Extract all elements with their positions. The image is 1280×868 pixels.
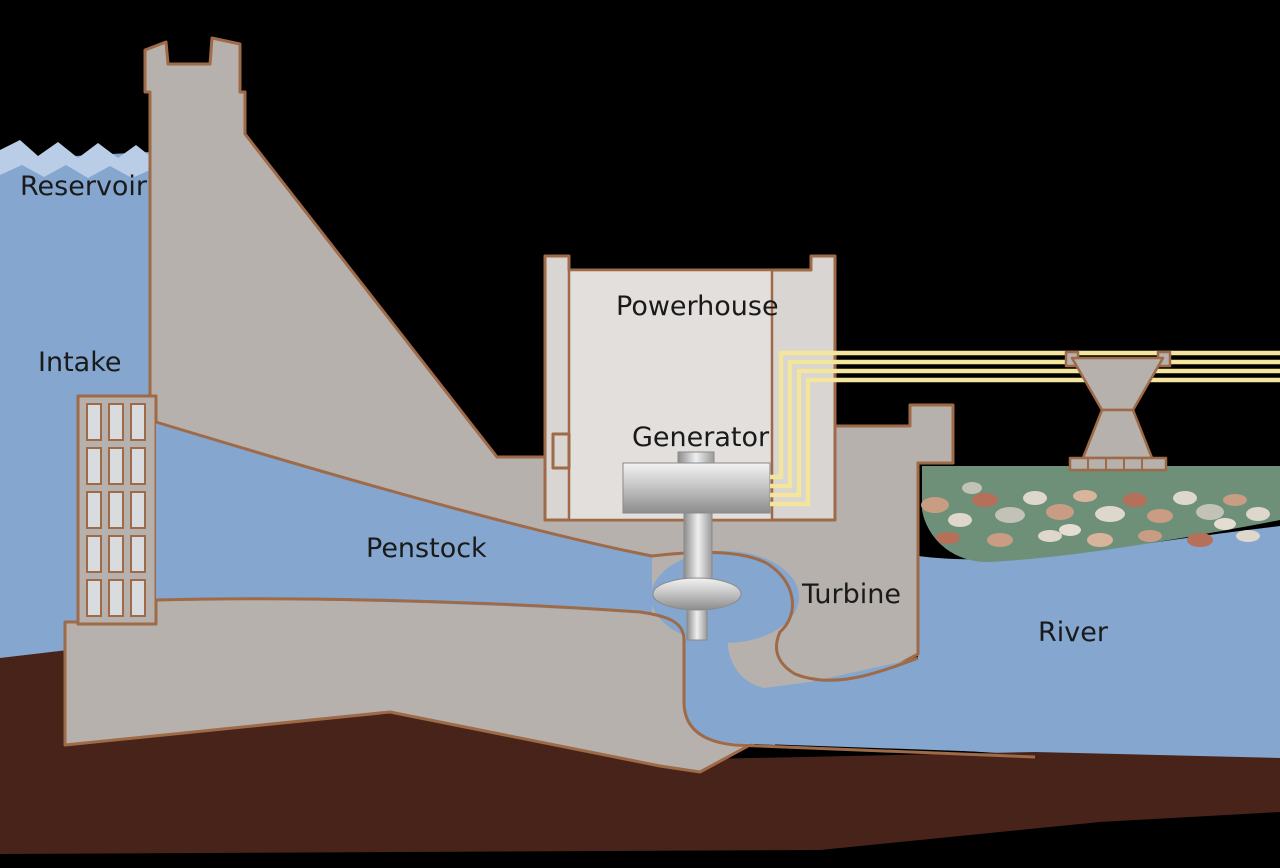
rock [1059, 524, 1081, 536]
grate-slot [130, 403, 146, 441]
grate-slot [86, 403, 102, 441]
label-turbine: Turbine [801, 579, 901, 610]
power-lines [770, 350, 1280, 507]
rock [1214, 518, 1236, 530]
rock [1023, 491, 1047, 505]
rock [1147, 509, 1173, 523]
label-intake: Intake [38, 347, 122, 378]
rock [972, 493, 998, 507]
labels: Reservoir Intake Penstock Powerhouse Gen… [20, 171, 1109, 648]
tower-footing-ribs [1087, 458, 1143, 470]
tailrace-water [735, 658, 990, 752]
grate-slot [108, 447, 124, 485]
transmission-tower [1064, 350, 1172, 472]
rock [1095, 506, 1125, 522]
grate-slot [130, 579, 146, 617]
label-powerhouse: Powerhouse [616, 291, 779, 322]
rock [1196, 504, 1224, 520]
rock [1246, 507, 1270, 521]
powerhouse-vent [551, 432, 571, 470]
reservoir-waves [0, 140, 150, 178]
rock [921, 497, 949, 513]
grate-slot [108, 535, 124, 573]
grate-slot [86, 535, 102, 573]
rock [1073, 490, 1097, 502]
grate-slot [130, 491, 146, 529]
rock [936, 532, 960, 544]
rock [1038, 530, 1062, 542]
rock [1236, 530, 1260, 542]
label-reservoir: Reservoir [20, 171, 148, 202]
penstock-top-outline [155, 420, 919, 682]
rock [987, 533, 1013, 547]
label-generator: Generator [632, 422, 770, 453]
rock [1223, 494, 1247, 506]
rock [948, 513, 972, 527]
river-water [918, 526, 1280, 760]
intake-grate [76, 394, 158, 626]
grate-slot [86, 491, 102, 529]
grate-slot [130, 447, 146, 485]
label-penstock: Penstock [366, 533, 487, 564]
grate-slot [108, 491, 124, 529]
rock [1138, 530, 1162, 542]
grate-slot [130, 535, 146, 573]
rock [1046, 504, 1074, 520]
grate-slot [108, 403, 124, 441]
penstock-water [156, 422, 652, 614]
tower-footing [1068, 456, 1168, 472]
intake-grate-slots [86, 403, 146, 617]
rock [962, 482, 982, 494]
rock [995, 507, 1025, 523]
rock [1123, 493, 1147, 507]
rock [1087, 533, 1113, 547]
grate-slot [86, 447, 102, 485]
penstock-bottom-outline [155, 597, 1036, 759]
label-river: River [1038, 617, 1109, 648]
grate-slot [86, 579, 102, 617]
generator-unit [622, 451, 771, 641]
rock [1173, 491, 1197, 505]
bank-rocks [921, 482, 1270, 547]
turbine-runner [652, 577, 742, 611]
generator-body [622, 462, 771, 514]
grate-slot [108, 579, 124, 617]
rock [1187, 533, 1213, 547]
